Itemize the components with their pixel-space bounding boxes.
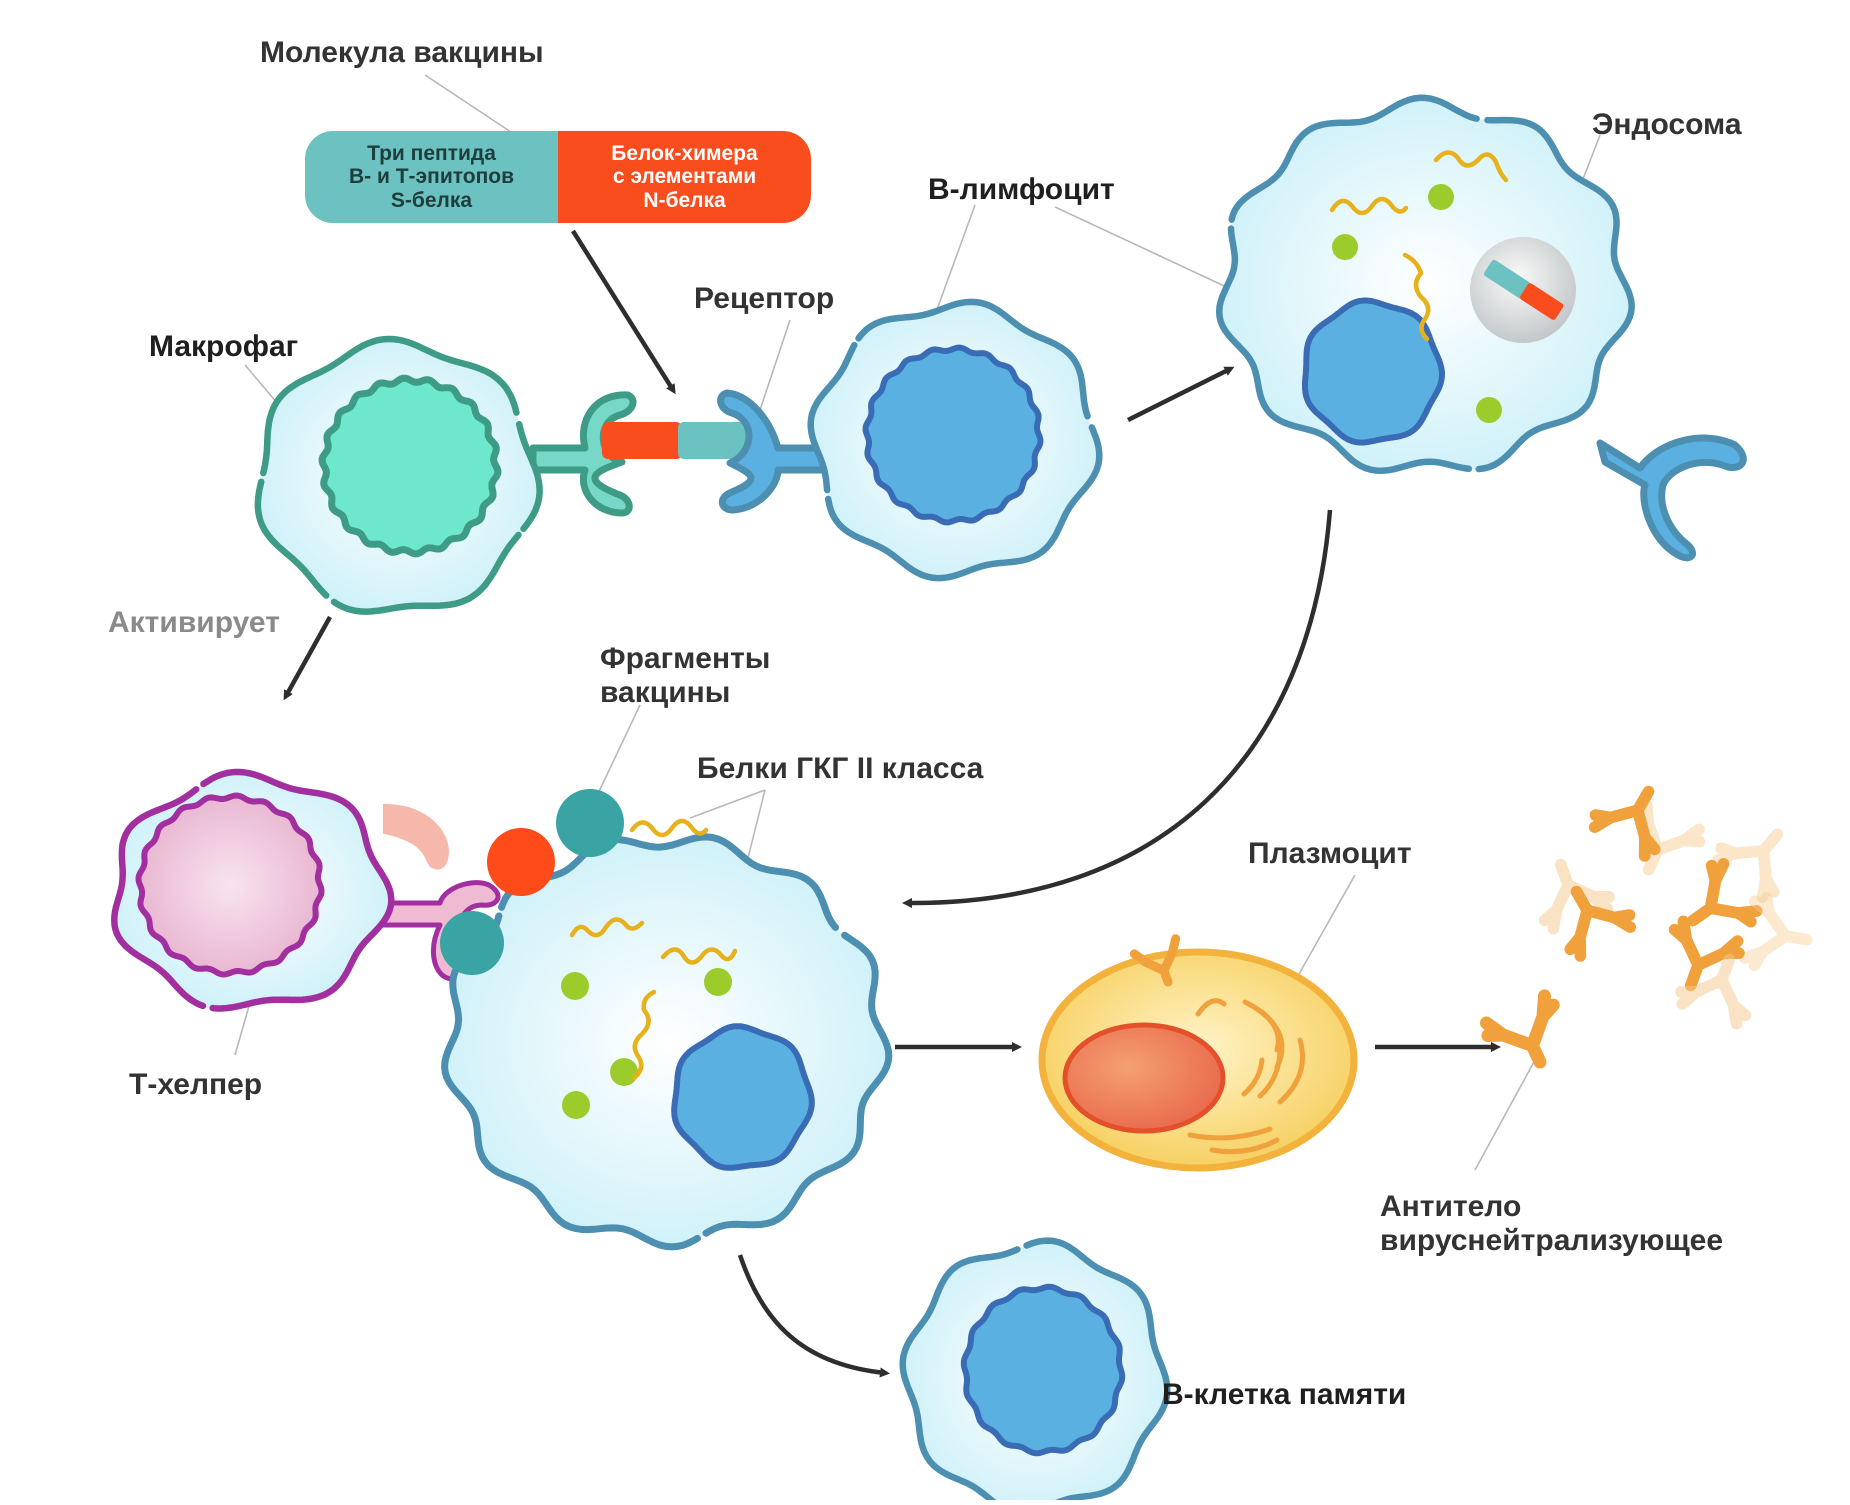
macrophage-cell [254, 335, 637, 615]
arrow-vaccine-to-receptor [571, 229, 676, 395]
b-lymphocyte-cell [717, 298, 1103, 582]
label-antibody-line: Антитело [1380, 1190, 1522, 1223]
mhc-protein-ball [556, 789, 624, 857]
label-endosome: Эндосома [1592, 108, 1742, 141]
vaccine-right-line: Белок-химера [611, 141, 758, 165]
antibody [1668, 915, 1745, 992]
b-cell-endocytosis [1215, 94, 1747, 562]
label-activates: Активирует [108, 606, 280, 639]
antibody [1675, 953, 1752, 1030]
antibody [1631, 799, 1706, 876]
label-mhc-proteins: Белки ГКГ II класса [697, 752, 984, 785]
fragment-squiggle [660, 947, 738, 965]
presenting-cell-dots [561, 968, 732, 1119]
green-dot [1428, 184, 1454, 210]
label-vaccine-fragments-line: вакцины [600, 675, 731, 709]
macrophage-nucleus [318, 374, 502, 558]
vaccine-part-orange [602, 422, 682, 459]
vaccine-peptides-part: Три пептида В- и Т-эпитопов S-белка [305, 131, 558, 223]
label-antibody-line: вируснейтрализующее [1380, 1223, 1724, 1257]
antibody [1712, 828, 1784, 903]
vaccine-left-line: В- и Т-эпитопов [348, 165, 514, 189]
antibody-cluster [1538, 785, 1813, 1030]
antibody [1564, 885, 1637, 962]
green-dot [1476, 397, 1502, 423]
endocytosis-dots [1332, 184, 1502, 423]
presenting-cell-body [441, 833, 893, 1251]
antibody [1739, 892, 1813, 972]
arrows [283, 229, 1501, 1378]
vaccine-molecule-box: Три пептида В- и Т-эпитопов S-белка Бело… [305, 131, 811, 223]
fragment-squiggle [1329, 196, 1409, 216]
leader-line [1289, 874, 1356, 991]
leader-line [934, 204, 976, 316]
label-memory-b-cell: В-клетка памяти [1162, 1378, 1407, 1411]
t-helper-arm-upper [383, 803, 450, 870]
b-lymphocyte-nucleus [862, 344, 1044, 526]
leader-line [689, 789, 766, 819]
arrow-to-endocytosis [1126, 366, 1235, 423]
macrophage-receptor [529, 391, 637, 517]
endosome [1470, 237, 1576, 343]
plasmocyte-nucleus [1062, 1022, 1226, 1134]
green-dot [610, 1058, 638, 1086]
arrow-to-presentation [902, 509, 1333, 909]
fragment-squiggle [1402, 252, 1431, 342]
t-helper-cell [111, 768, 501, 1012]
antibody [1687, 858, 1763, 928]
memory-b-cell [899, 1237, 1171, 1505]
presenting-cell-nucleus [671, 1023, 815, 1171]
t-helper-nucleus [135, 792, 325, 978]
fragment-squiggle [631, 989, 657, 1081]
leader-line [424, 74, 521, 139]
label-antibody: Антитело вируснейтрализующее [1380, 1190, 1723, 1257]
endosome-vaccine [1484, 259, 1564, 320]
vaccine-left-line: Три пептида [367, 141, 496, 165]
neutralizing-antibody [1479, 989, 1560, 1069]
label-plasmocyte: Плазмоцит [1248, 837, 1412, 870]
green-dot [704, 968, 732, 996]
leader-line [1474, 1059, 1536, 1171]
label-t-helper: Т-хелпер [129, 1068, 263, 1101]
vaccine-left-line: S-белка [390, 188, 473, 212]
presenting-b-cell [440, 789, 893, 1251]
leader-line [594, 704, 641, 801]
presenting-cell-fragments [569, 818, 738, 1081]
label-vaccine-fragments: Фрагменты вакцины [600, 642, 770, 709]
arrow-activates [283, 615, 332, 701]
mhc-protein-ball [440, 911, 504, 975]
vaccine-chimera-part: Белок-химера с элементами N-белка [558, 131, 811, 223]
vaccine-right-line: N-белка [643, 188, 726, 212]
plasmocyte-antibody [1129, 934, 1181, 987]
antibody [1588, 785, 1661, 862]
fragment-squiggle [629, 818, 709, 838]
memory-cell-nucleus [960, 1283, 1126, 1457]
endocytosis-receptor [1596, 434, 1747, 562]
bound-vaccine-molecule [602, 422, 754, 459]
label-b-lymphocyte: В-лимфоцит [928, 173, 1115, 206]
leader-line [759, 319, 791, 411]
green-dot [561, 972, 589, 1000]
plasmocyte-organelles [1187, 998, 1305, 1155]
endocytosis-cell-nucleus [1302, 297, 1446, 446]
fragment-squiggle [569, 917, 645, 938]
label-receptor: Рецептор [694, 282, 835, 315]
fragment-squiggle [1433, 150, 1509, 183]
vaccine-fragment-ball [487, 828, 555, 896]
label-vaccine-molecule: Молекула вакцины [260, 36, 544, 69]
endocytosis-fragments [1329, 150, 1509, 342]
label-macrophage: Макрофаг [149, 330, 299, 363]
vaccine-right-line: с элементами [612, 165, 757, 189]
leader-line [1054, 206, 1251, 299]
green-dot [1332, 234, 1358, 260]
plasmocyte-cell [1038, 934, 1358, 1172]
label-vaccine-fragments-line: Фрагменты [600, 642, 771, 675]
b-cell-receptor [717, 389, 839, 514]
green-dot [562, 1091, 590, 1119]
arrow-to-memory-cell [737, 1254, 890, 1378]
vaccine-part-teal [678, 422, 754, 459]
